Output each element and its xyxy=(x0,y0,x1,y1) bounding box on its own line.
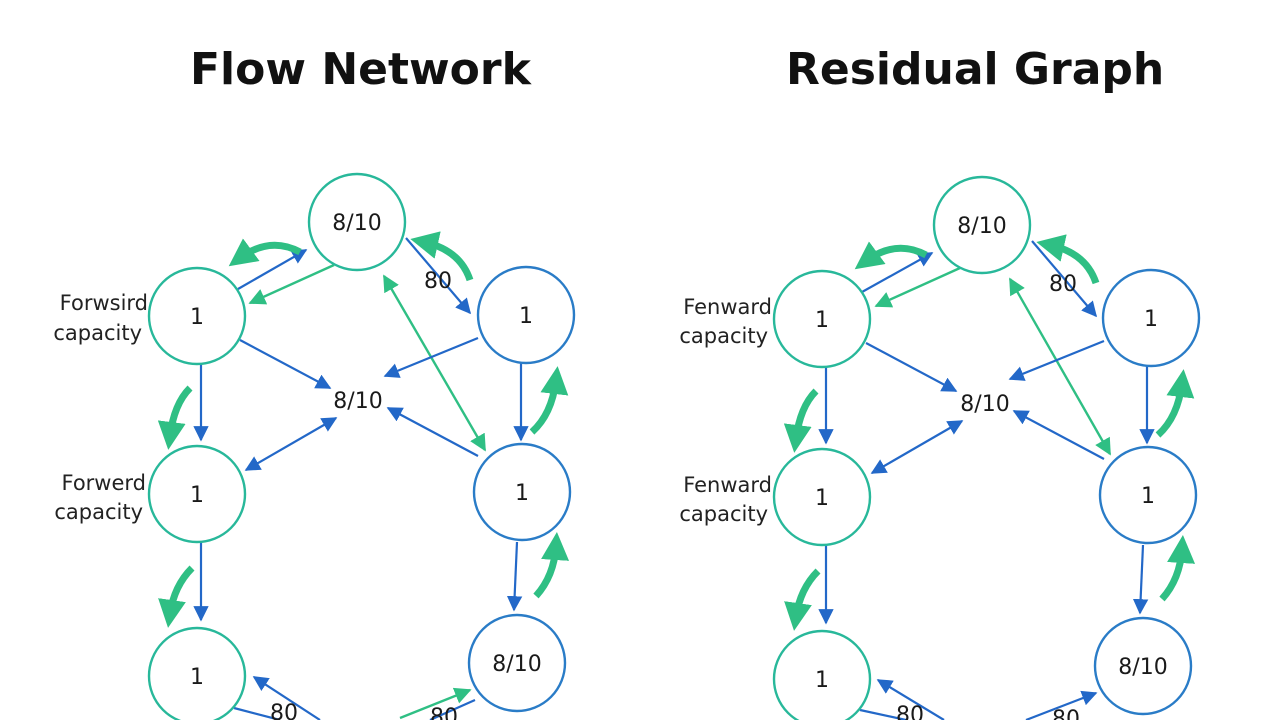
edge xyxy=(1008,277,1112,456)
node-label: 1 xyxy=(1141,484,1155,509)
edge xyxy=(1012,410,1105,460)
edge xyxy=(383,336,479,378)
forward-capacity-label: Forwerd xyxy=(61,471,146,495)
forward-capacity-label: Forwsird xyxy=(60,291,148,315)
graph-node: 8/10 xyxy=(932,175,1032,275)
edge xyxy=(233,706,281,720)
curved-arrow xyxy=(529,366,569,435)
residual-graph-curved-arrows xyxy=(783,234,1196,631)
node-label: 1 xyxy=(815,668,829,693)
curved-arrow xyxy=(1036,234,1100,285)
flow-network-curved-arrows xyxy=(157,231,570,628)
edge xyxy=(382,274,487,452)
node-label: 8/10 xyxy=(1118,655,1167,680)
graph-node: 1 xyxy=(1098,445,1198,545)
edge-capacity-label: 80 xyxy=(424,269,452,294)
center-flow-label: 8/10 xyxy=(960,392,1009,417)
node-label: 8/10 xyxy=(332,211,381,236)
flow-network-edges xyxy=(193,237,529,720)
residual-graph-edges xyxy=(818,240,1155,720)
edge xyxy=(399,687,472,720)
curved-arrow xyxy=(1155,369,1195,438)
node-label: 1 xyxy=(519,304,533,329)
edge xyxy=(244,417,338,471)
edge xyxy=(386,407,479,457)
node-label: 1 xyxy=(515,481,529,506)
edge xyxy=(237,249,308,290)
graph-node: 8/10 xyxy=(467,613,567,713)
curved-arrow xyxy=(784,568,821,631)
node-label: 1 xyxy=(190,305,204,330)
edge xyxy=(1025,690,1098,720)
node-label: 8/10 xyxy=(957,214,1006,239)
graph-node: 1 xyxy=(147,266,247,366)
curved-arrow xyxy=(1159,535,1196,602)
curved-arrow xyxy=(533,532,570,599)
graph-node: 1 xyxy=(1101,268,1201,368)
edge-capacity-label: 80 xyxy=(1049,272,1077,297)
edge xyxy=(252,676,321,720)
forward-capacity-label: Fenward xyxy=(683,295,772,319)
residual-graph: 8/10 1 1 1 1 xyxy=(679,175,1201,720)
forward-capacity-label: Fenward xyxy=(683,473,772,497)
node-label: 1 xyxy=(815,308,829,333)
graph-node: 8/10 xyxy=(307,172,407,272)
node-label: 1 xyxy=(190,665,204,690)
edge xyxy=(874,266,961,308)
graph-node: 1 xyxy=(147,626,247,720)
graph-node: 1 xyxy=(472,442,572,542)
edge xyxy=(506,541,523,612)
graph-node: 1 xyxy=(772,629,872,720)
node-label: 1 xyxy=(190,483,204,508)
node-label: 1 xyxy=(815,486,829,511)
forward-capacity-label: capacity xyxy=(54,500,143,524)
edge xyxy=(859,708,907,720)
forward-capacity-label: capacity xyxy=(53,321,142,345)
edge-capacity-label: 80 xyxy=(270,701,298,720)
edge xyxy=(876,679,945,720)
graph-node: 1 xyxy=(476,265,576,365)
edge-capacity-label: 80 xyxy=(896,703,924,720)
graph-node: 1 xyxy=(147,444,247,544)
curved-arrow xyxy=(410,231,474,282)
edge xyxy=(248,263,335,305)
edge xyxy=(1132,544,1149,615)
graph-node: 1 xyxy=(772,269,872,369)
edge xyxy=(870,420,964,474)
node-label: 8/10 xyxy=(492,652,541,677)
flow-network-graph: 8/10 1 1 1 1 xyxy=(53,172,576,720)
forward-capacity-label: capacity xyxy=(679,502,768,526)
residual-graph-title: Residual Graph xyxy=(786,44,1165,95)
curved-arrow xyxy=(228,238,302,267)
edge xyxy=(865,342,958,392)
curved-arrow xyxy=(783,388,819,453)
edge xyxy=(239,339,332,389)
edge xyxy=(429,698,476,720)
forward-capacity-label: capacity xyxy=(679,324,768,348)
curved-arrow xyxy=(157,385,193,450)
graph-node: 8/10 xyxy=(1093,616,1193,716)
edge-capacity-label: 80 xyxy=(430,705,458,720)
graph-node: 1 xyxy=(772,447,872,547)
flow-network-nodes: 8/10 1 1 1 1 xyxy=(147,172,576,720)
edge-capacity-label: 80 xyxy=(1052,707,1080,720)
edge xyxy=(1008,339,1105,381)
edge xyxy=(861,252,934,293)
curved-arrow xyxy=(158,565,195,628)
center-flow-label: 8/10 xyxy=(333,389,382,414)
curved-arrow xyxy=(854,241,928,270)
residual-graph-nodes: 8/10 1 1 1 1 xyxy=(772,175,1201,720)
flow-network-title: Flow Network xyxy=(190,44,531,95)
node-label: 1 xyxy=(1144,307,1158,332)
